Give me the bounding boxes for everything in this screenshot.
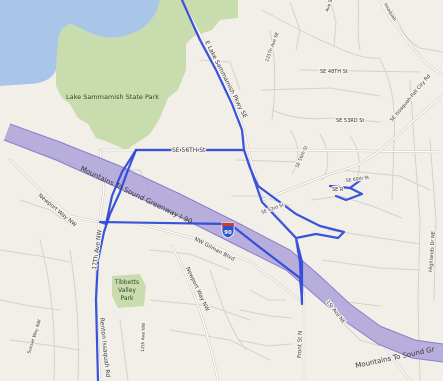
route-line-east[interactable]: [328, 176, 366, 202]
route-path[interactable]: [94, 0, 366, 381]
i90-freeway: [3, 123, 443, 363]
se-r-label: SE R: [332, 187, 344, 193]
tibbetts-park-label-line1: Tibbetts: [114, 279, 139, 286]
se-48th-label: SE 48TH St: [320, 69, 348, 75]
interstate-90-shield-icon: 90: [221, 222, 235, 239]
lake-sammamish-water: [0, 0, 160, 86]
front-st-label: Front St N: [297, 331, 304, 358]
12th-ave-label: 12th Ave NW: [140, 322, 147, 352]
tibbetts-park-label-line3: Park: [121, 295, 134, 302]
se-56th-label: SE 56TH St: [172, 147, 206, 154]
route-line-spur[interactable]: [94, 148, 138, 381]
tibbetts-park-label-line2: Valley: [118, 287, 136, 294]
shield-number: 90: [224, 230, 232, 236]
lake-sammamish-state-park: [56, 0, 238, 150]
se-53rd-label: SE 53RD St: [336, 118, 364, 124]
highlands-dr-label: Highlands Dr NE: [428, 231, 437, 272]
tibbetts-valley-park: [112, 274, 146, 308]
lake-sammamish-state-park-label: Lake Sammamish State Park: [66, 93, 159, 101]
route-line-main[interactable]: [98, 0, 346, 306]
se-60th-label: SE 60th St: [345, 175, 369, 184]
